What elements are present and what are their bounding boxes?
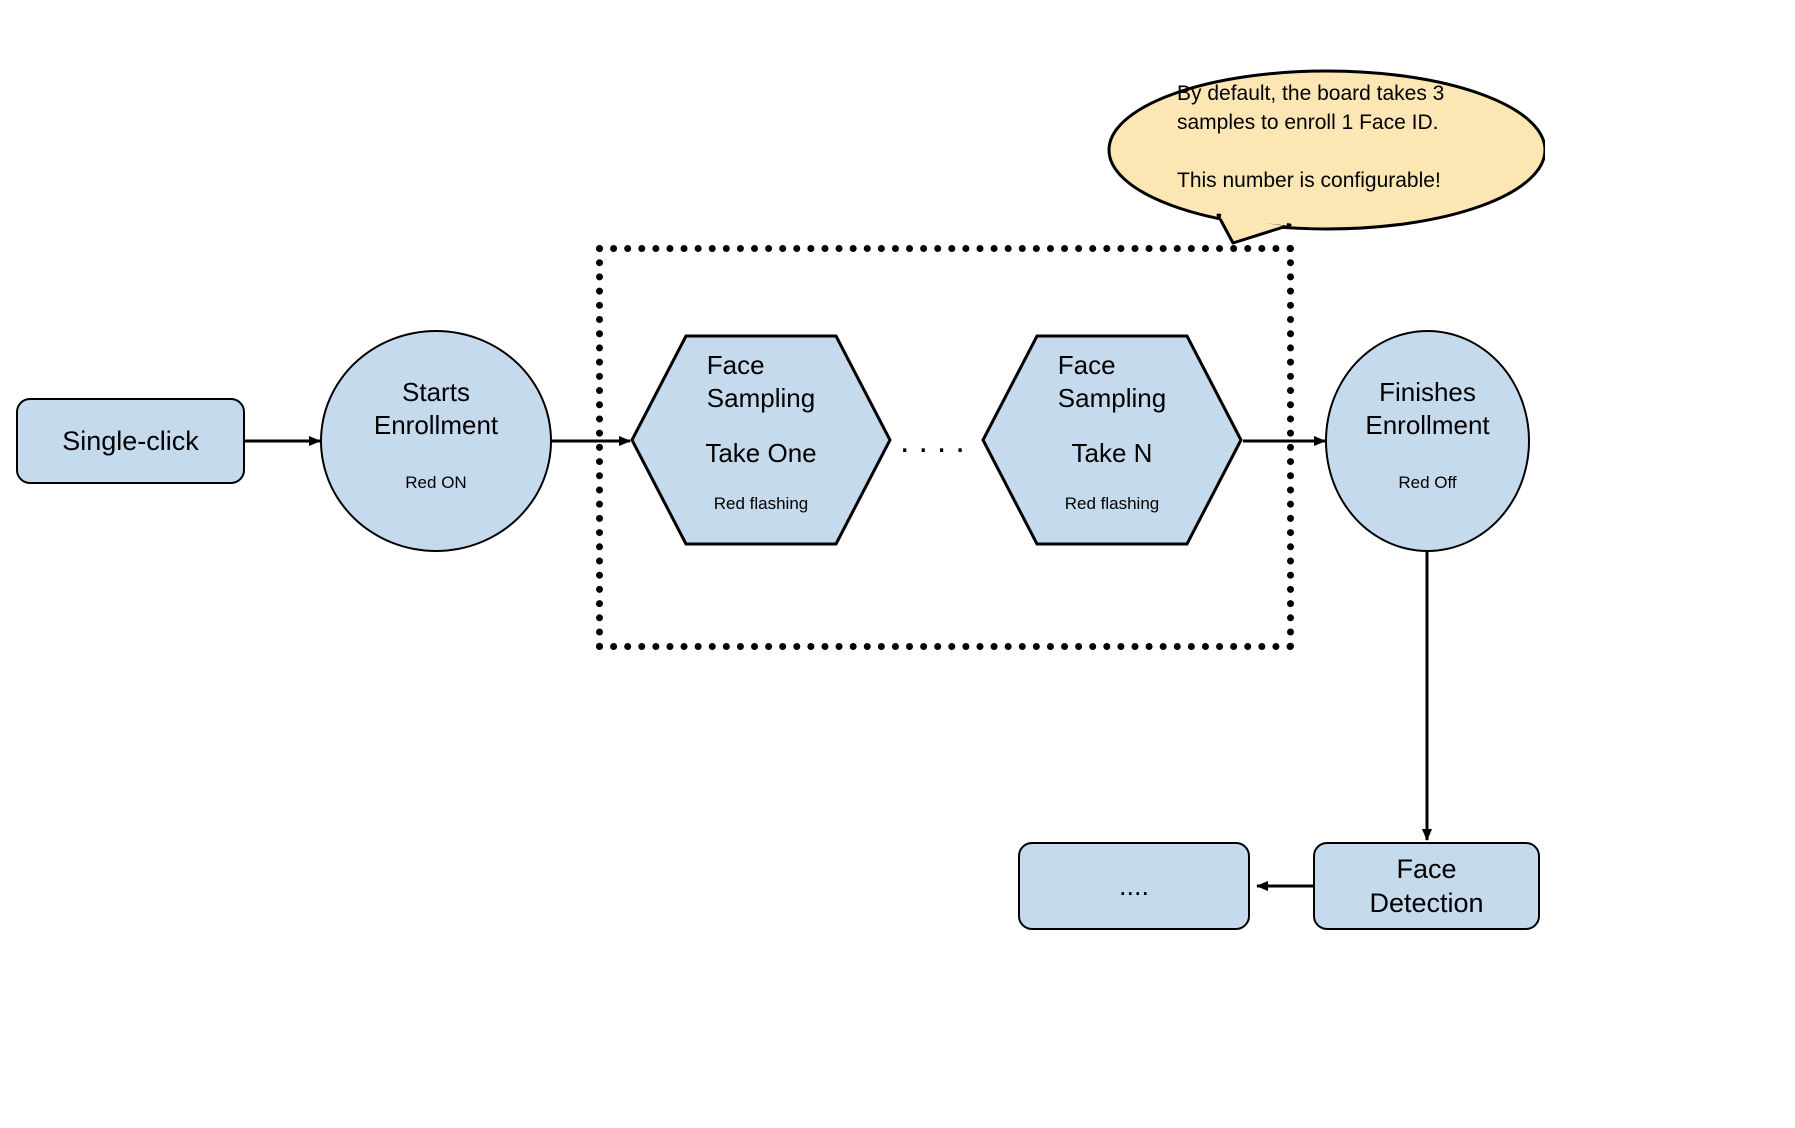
- callout-bubble: By default, the board takes 3 samples to…: [1105, 45, 1545, 245]
- node-starts-enrollment[interactable]: Starts Enrollment Red ON: [320, 330, 552, 552]
- node-face-sampling-take-one[interactable]: Face Sampling Take One Red flashing: [630, 334, 892, 546]
- node-continuation[interactable]: ....: [1018, 842, 1250, 930]
- node-starts-enrollment-label: Starts Enrollment: [373, 376, 499, 440]
- node-finishes-enrollment[interactable]: Finishes Enrollment Red Off: [1325, 330, 1530, 552]
- node-face-detection[interactable]: Face Detection: [1313, 842, 1540, 930]
- sampling-loop-group-box: [596, 245, 1294, 650]
- node-starts-enrollment-status: Red ON: [405, 472, 467, 492]
- node-single-click-label: Single-click: [62, 426, 199, 456]
- node-finishes-enrollment-status: Red Off: [1398, 472, 1457, 492]
- sampling-repeat-ellipsis: ....: [900, 422, 974, 460]
- node-continuation-label: ....: [1118, 871, 1149, 901]
- node-finishes-enrollment-label: Finishes Enrollment: [1365, 376, 1490, 440]
- node-single-click[interactable]: Single-click: [16, 398, 245, 484]
- node-face-sampling-take-n[interactable]: Face Sampling Take N Red flashing: [981, 334, 1243, 546]
- node-face-detection-label: Face Detection: [1369, 854, 1484, 918]
